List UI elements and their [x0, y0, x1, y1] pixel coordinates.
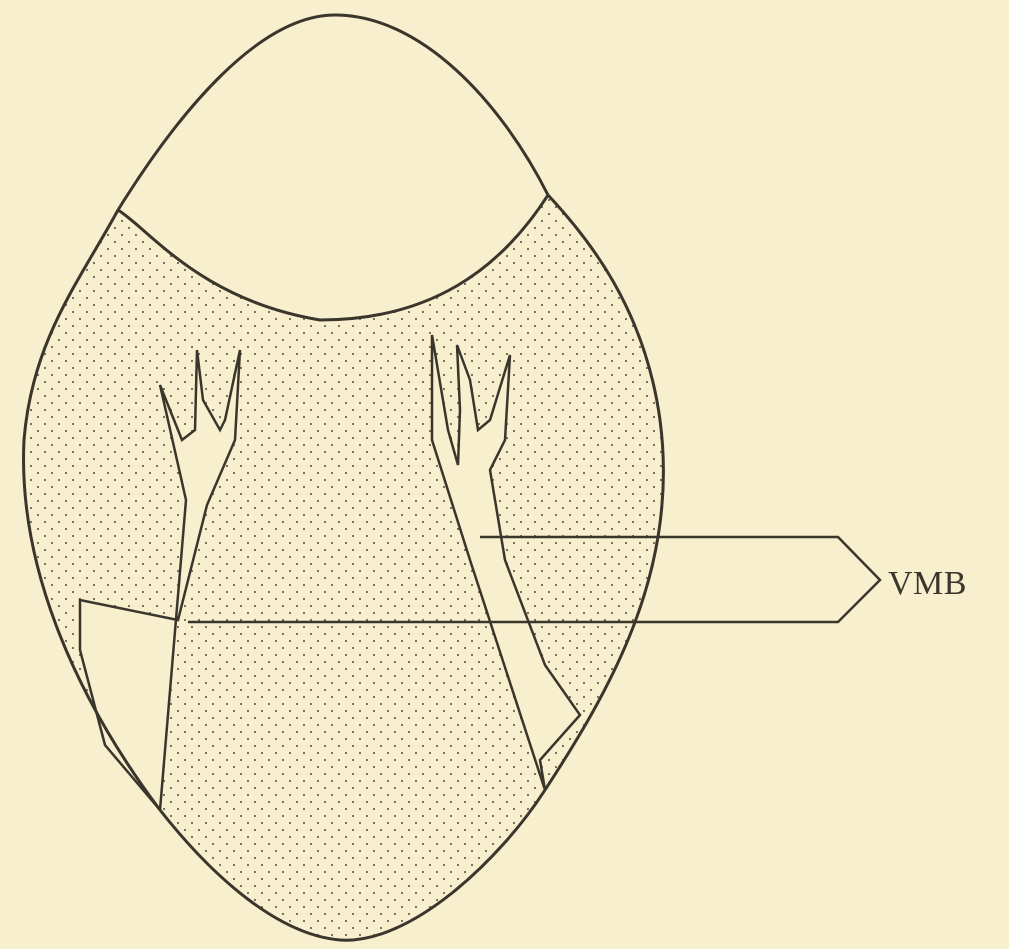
endosperm-region	[24, 195, 668, 940]
vmb-label: VMB	[888, 565, 967, 603]
